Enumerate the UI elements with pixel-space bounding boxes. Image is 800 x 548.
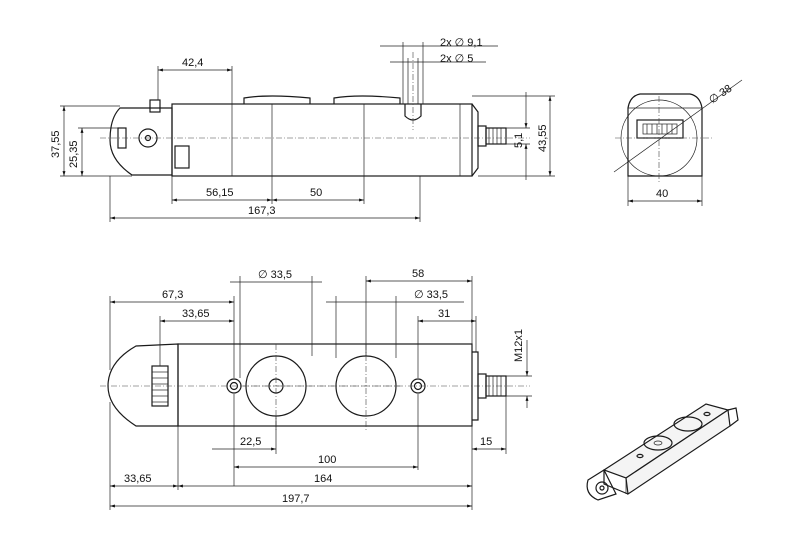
- dim-33-5-b: ∅ 33,5: [414, 289, 448, 301]
- end-view: ∅ 38 40: [613, 79, 743, 206]
- iso-pivot: [595, 481, 609, 495]
- iso-hole-2: [703, 411, 711, 417]
- dim-37-55: 37,55: [50, 130, 62, 158]
- top-view: ∅ 33,5 58 67,3 ∅ 33,5 33,65 31 M12x1 22,…: [100, 268, 532, 510]
- dim-2x-5: 2x ∅ 5: [440, 53, 473, 65]
- dim-15: 15: [480, 436, 492, 448]
- side-button-2: [333, 95, 401, 104]
- dim-67-3: 67,3: [162, 289, 183, 301]
- side-connector-base: [477, 125, 487, 147]
- iso-hole-1: [636, 453, 644, 459]
- side-head: [109, 107, 173, 176]
- dim-164: 164: [314, 473, 332, 485]
- dim-38: ∅ 38: [707, 83, 734, 107]
- side-connector: [485, 127, 507, 145]
- dim-167-3: 167,3: [248, 205, 276, 217]
- dim-197-7: 197,7: [282, 493, 310, 505]
- iso-button-1: [673, 416, 703, 432]
- iso-pivot-center: [599, 485, 605, 491]
- iso-button-2-center: [653, 440, 663, 446]
- iso-front-edge: [603, 470, 629, 495]
- dim-m12x1: M12x1: [513, 329, 525, 362]
- dim-33-5-a: ∅ 33,5: [258, 269, 292, 281]
- dim-22-5: 22,5: [240, 436, 261, 448]
- dim-5-1: 5,1: [513, 133, 525, 148]
- dim-2x-9-1: 2x ∅ 9,1: [440, 37, 483, 49]
- side-view: 42,4 2x ∅ 9,1 2x ∅ 5 37,55 25,35 5,1 43,…: [50, 37, 555, 222]
- side-button-1: [243, 95, 311, 104]
- side-body: [171, 103, 473, 177]
- side-label-plate: [174, 145, 190, 169]
- dim-43-55: 43,55: [537, 124, 549, 152]
- dim-40: 40: [656, 188, 668, 200]
- dim-31: 31: [438, 308, 450, 320]
- isometric-view: [586, 403, 739, 501]
- dim-leader-38: [613, 79, 743, 173]
- dim-100: 100: [318, 454, 336, 466]
- dim-56-15: 56,15: [206, 187, 234, 199]
- side-end-cap: [471, 103, 479, 177]
- iso-button-2: [643, 435, 673, 451]
- dim-33-65-b: 33,65: [124, 473, 152, 485]
- dim-58: 58: [412, 268, 424, 280]
- side-slot: [149, 99, 161, 113]
- top-connector: [485, 375, 507, 397]
- iso-connector: [727, 407, 739, 427]
- dim-42-4: 42,4: [182, 57, 203, 69]
- dim-25-35: 25,35: [68, 140, 80, 168]
- dim-50: 50: [310, 187, 322, 199]
- top-body: [177, 343, 473, 427]
- end-window-inner: [642, 123, 678, 135]
- iso-head: [586, 469, 617, 501]
- end-window: [636, 119, 684, 139]
- dim-33-65-a: 33,65: [182, 308, 210, 320]
